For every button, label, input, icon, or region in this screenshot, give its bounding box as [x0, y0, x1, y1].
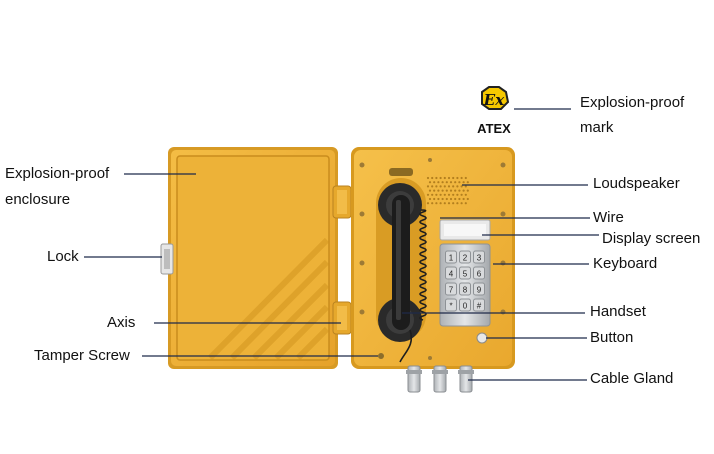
label-loudspeaker: Loudspeaker — [593, 175, 680, 192]
keypad-key — [445, 298, 457, 312]
cable-gland — [406, 365, 474, 393]
enclosure-door — [168, 147, 338, 369]
keypad-key-label: 2 — [463, 254, 468, 263]
keypad-key — [459, 298, 471, 312]
keypad-key-label: 1 — [449, 254, 454, 263]
label-wire: Wire — [593, 209, 624, 226]
button — [476, 332, 488, 344]
leader-lines — [84, 108, 599, 381]
loudspeaker — [426, 176, 469, 205]
keypad-key-label: 9 — [477, 286, 482, 295]
lock — [160, 243, 174, 275]
label-atex-line1: Explosion-proof — [580, 94, 685, 111]
keypad-key-label: 4 — [449, 270, 454, 279]
wire — [399, 209, 427, 363]
handset — [376, 178, 426, 342]
display-screen — [439, 219, 491, 241]
label-handset: Handset — [590, 303, 646, 320]
label-atex-line2: mark — [580, 119, 614, 136]
keypad-key-label: 3 — [477, 254, 482, 263]
label-tamper-screw: Tamper Screw — [34, 347, 130, 364]
label-keyboard: Keyboard — [593, 255, 658, 272]
keypad-key — [473, 266, 485, 280]
label-enclosure-line2: enclosure — [5, 191, 71, 208]
ex-symbol: Ex — [483, 91, 505, 109]
label-cable-gland: Cable Gland — [590, 370, 674, 387]
keypad-key-label: 5 — [463, 270, 468, 279]
keypad-key-label: 8 — [463, 286, 468, 295]
tamper-screw — [378, 353, 384, 359]
keypad-key-label: 0 — [463, 302, 468, 311]
keypad-key — [445, 250, 457, 264]
keypad-key-label: # — [477, 302, 482, 311]
keypad-key — [445, 266, 457, 280]
label-button: Button — [590, 329, 634, 346]
atex-text: ATEX — [477, 121, 511, 136]
keypad-key — [473, 250, 485, 264]
keypad-key-label: 7 — [449, 286, 454, 295]
keypad-key — [473, 298, 485, 312]
keypad-key — [459, 250, 471, 264]
label-enclosure-line1: Explosion-proof — [5, 165, 110, 182]
keypad-key — [473, 282, 485, 296]
keypad-key — [445, 282, 457, 296]
hinge-top — [332, 185, 352, 219]
label-display-screen: Display screen — [602, 230, 701, 247]
keypad-key-label: 6 — [477, 270, 482, 279]
atex-logo: Ex ATEX — [477, 86, 511, 136]
label-lock: Lock — [47, 248, 79, 265]
label-axis: Axis — [107, 314, 136, 331]
keypad-key — [459, 266, 471, 280]
hinge-bottom — [332, 301, 352, 335]
keypad-key-label: * — [449, 302, 452, 311]
hook — [389, 168, 413, 176]
keypad-key — [459, 282, 471, 296]
